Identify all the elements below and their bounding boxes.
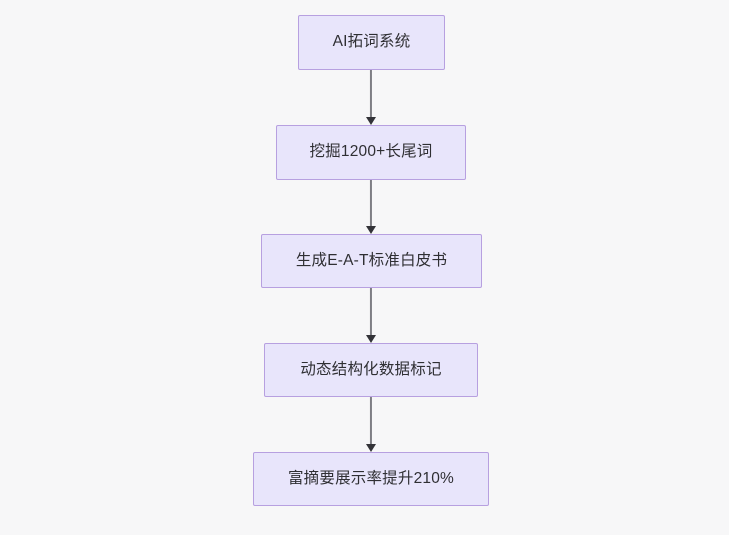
flow-node-dynamic-structured-data-markup[interactable]: 动态结构化数据标记: [264, 343, 478, 397]
flow-node-label: 动态结构化数据标记: [300, 360, 442, 378]
flow-node-mine-longtail-keywords[interactable]: 挖掘1200+长尾词: [276, 125, 466, 180]
flow-node-label: AI拓词系统: [332, 33, 411, 51]
edge-line: [369, 180, 373, 226]
flow-node-label: 生成E-A-T标准白皮书: [295, 251, 448, 269]
flow-node-ai-keyword-system[interactable]: AI拓词系统: [298, 15, 445, 70]
edge-line: [369, 397, 373, 444]
arrowhead-icon: [366, 444, 376, 452]
arrowhead-icon: [366, 335, 376, 343]
arrowhead-icon: [366, 117, 376, 125]
edge-line: [369, 70, 373, 117]
flow-node-label: 挖掘1200+长尾词: [309, 143, 433, 161]
edge-line: [369, 288, 373, 335]
arrowhead-icon: [366, 226, 376, 234]
flow-node-generate-eat-whitepaper[interactable]: 生成E-A-T标准白皮书: [261, 234, 482, 288]
flow-node-label: 富摘要展示率提升210%: [287, 469, 455, 487]
flow-node-rich-snippet-impression-uplift[interactable]: 富摘要展示率提升210%: [253, 452, 489, 506]
